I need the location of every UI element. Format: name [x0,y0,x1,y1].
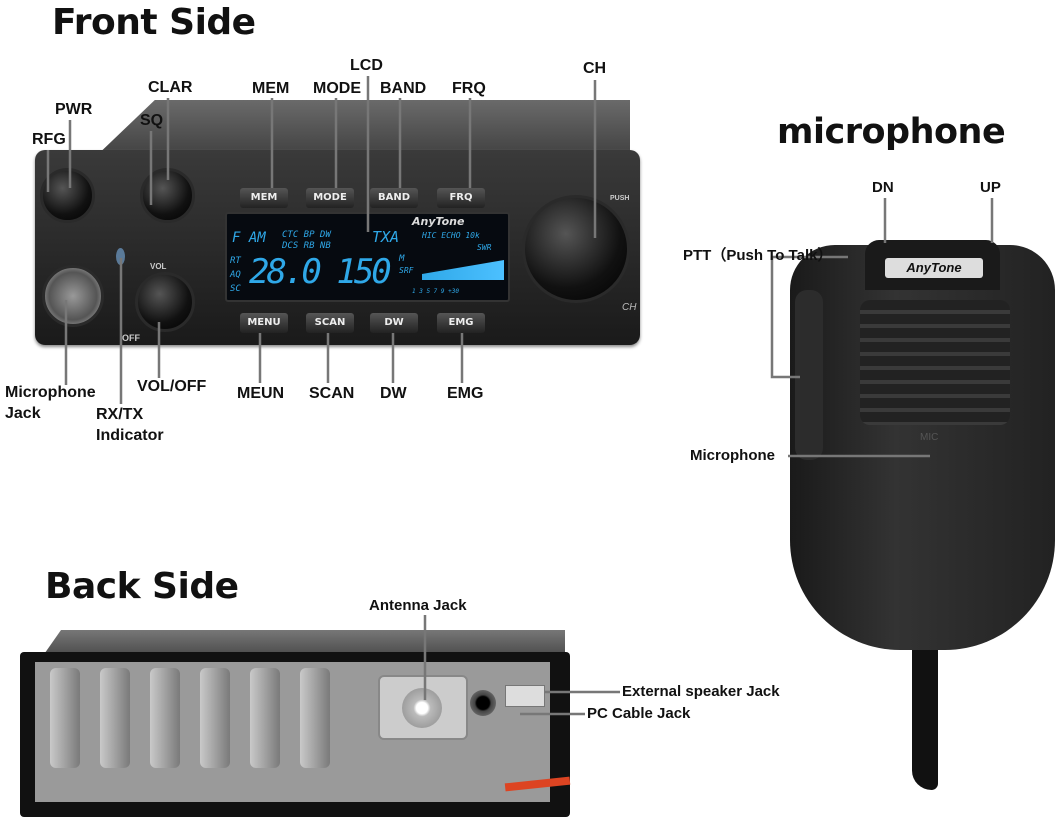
heatsink-fin [250,668,280,768]
lcd-dcs: DCS RB NB [282,241,331,251]
ch-marking: CH [622,302,637,313]
lcd-ctc: CTC BP DW [282,230,331,240]
mic-marking: MIC [920,432,939,443]
label-rxtx-line1: RX/TX [96,406,144,423]
label-pc-cable-jack: PC Cable Jack [587,705,691,722]
lcd-swr: SWR [477,243,492,252]
mic-speaker-grille [860,300,1010,425]
microphone-jack [42,265,104,327]
lcd-scale: 1 3 5 7 9 +30 [412,288,459,295]
mic-brand: AnyTone [885,258,983,278]
label-lcd: LCD [350,57,383,74]
mode-button[interactable]: MODE [306,188,354,208]
vol-marking: VOL [150,262,167,271]
label-pwr: PWR [55,101,93,118]
front-side-title: Front Side [52,2,256,43]
label-ptt: PTT（Push To Talk） [683,247,833,264]
lcd-brand: AnyTone [412,215,465,228]
heatsink-fin [200,668,230,768]
label-meun: MEUN [237,385,285,402]
lcd-tx: TXA [372,228,400,246]
label-vol-off: VOL/OFF [137,378,207,395]
label-up: UP [980,179,1001,196]
mem-button[interactable]: MEM [240,188,288,208]
antenna-connector [402,688,442,728]
menu-button[interactable]: MENU [240,313,288,333]
rxtx-indicator-led [116,248,125,265]
label-clar: CLAR [148,79,193,96]
pc-cable-jack [505,685,545,707]
label-emg: EMG [447,385,484,402]
lcd-frequency: 28.0 150 [249,252,392,292]
label-ch: CH [583,60,607,77]
label-scan: SCAN [309,385,355,402]
label-mem: MEM [252,80,290,97]
lcd-srf: SRF [399,266,414,275]
label-sq: SQ [140,112,164,129]
microphone-title: microphone [777,112,1006,152]
vol-off-knob [135,272,195,332]
heatsink-fin [50,668,80,768]
label-rfg: RFG [32,131,66,148]
ptt-button [795,290,823,460]
lcd-m: M [399,254,405,264]
heatsink-fin [100,668,130,768]
label-frq: FRQ [452,80,486,97]
emg-button[interactable]: EMG [437,313,485,333]
label-microphone: Microphone [690,447,775,464]
off-marking: OFF [122,333,140,343]
frq-button[interactable]: FRQ [437,188,485,208]
back-side-title: Back Side [45,566,239,607]
lcd-side: RT AQ SC [230,256,241,294]
channel-knob [522,195,630,303]
label-dw: DW [380,385,407,402]
label-rxtx-line2: Indicator [96,427,164,444]
lcd-hic: HIC ECHO 10k [422,231,480,240]
label-antenna-jack: Antenna Jack [369,597,467,614]
label-microphone-jack-line1: Microphone [5,384,96,401]
label-microphone-jack-line2: Jack [5,405,41,422]
heatsink-fin [300,668,330,768]
scan-button[interactable]: SCAN [306,313,354,333]
lcd-mode: F AM [232,230,266,246]
band-button[interactable]: BAND [370,188,418,208]
label-external-speaker-jack: External speaker Jack [622,683,780,700]
dw-button[interactable]: DW [370,313,418,333]
mic-cord [912,640,938,790]
label-dn: DN [872,179,894,196]
label-mode: MODE [313,80,361,97]
push-marking: PUSH [610,195,630,202]
heatsink-fin [150,668,180,768]
external-speaker-jack [470,690,496,716]
label-band: BAND [380,80,427,97]
